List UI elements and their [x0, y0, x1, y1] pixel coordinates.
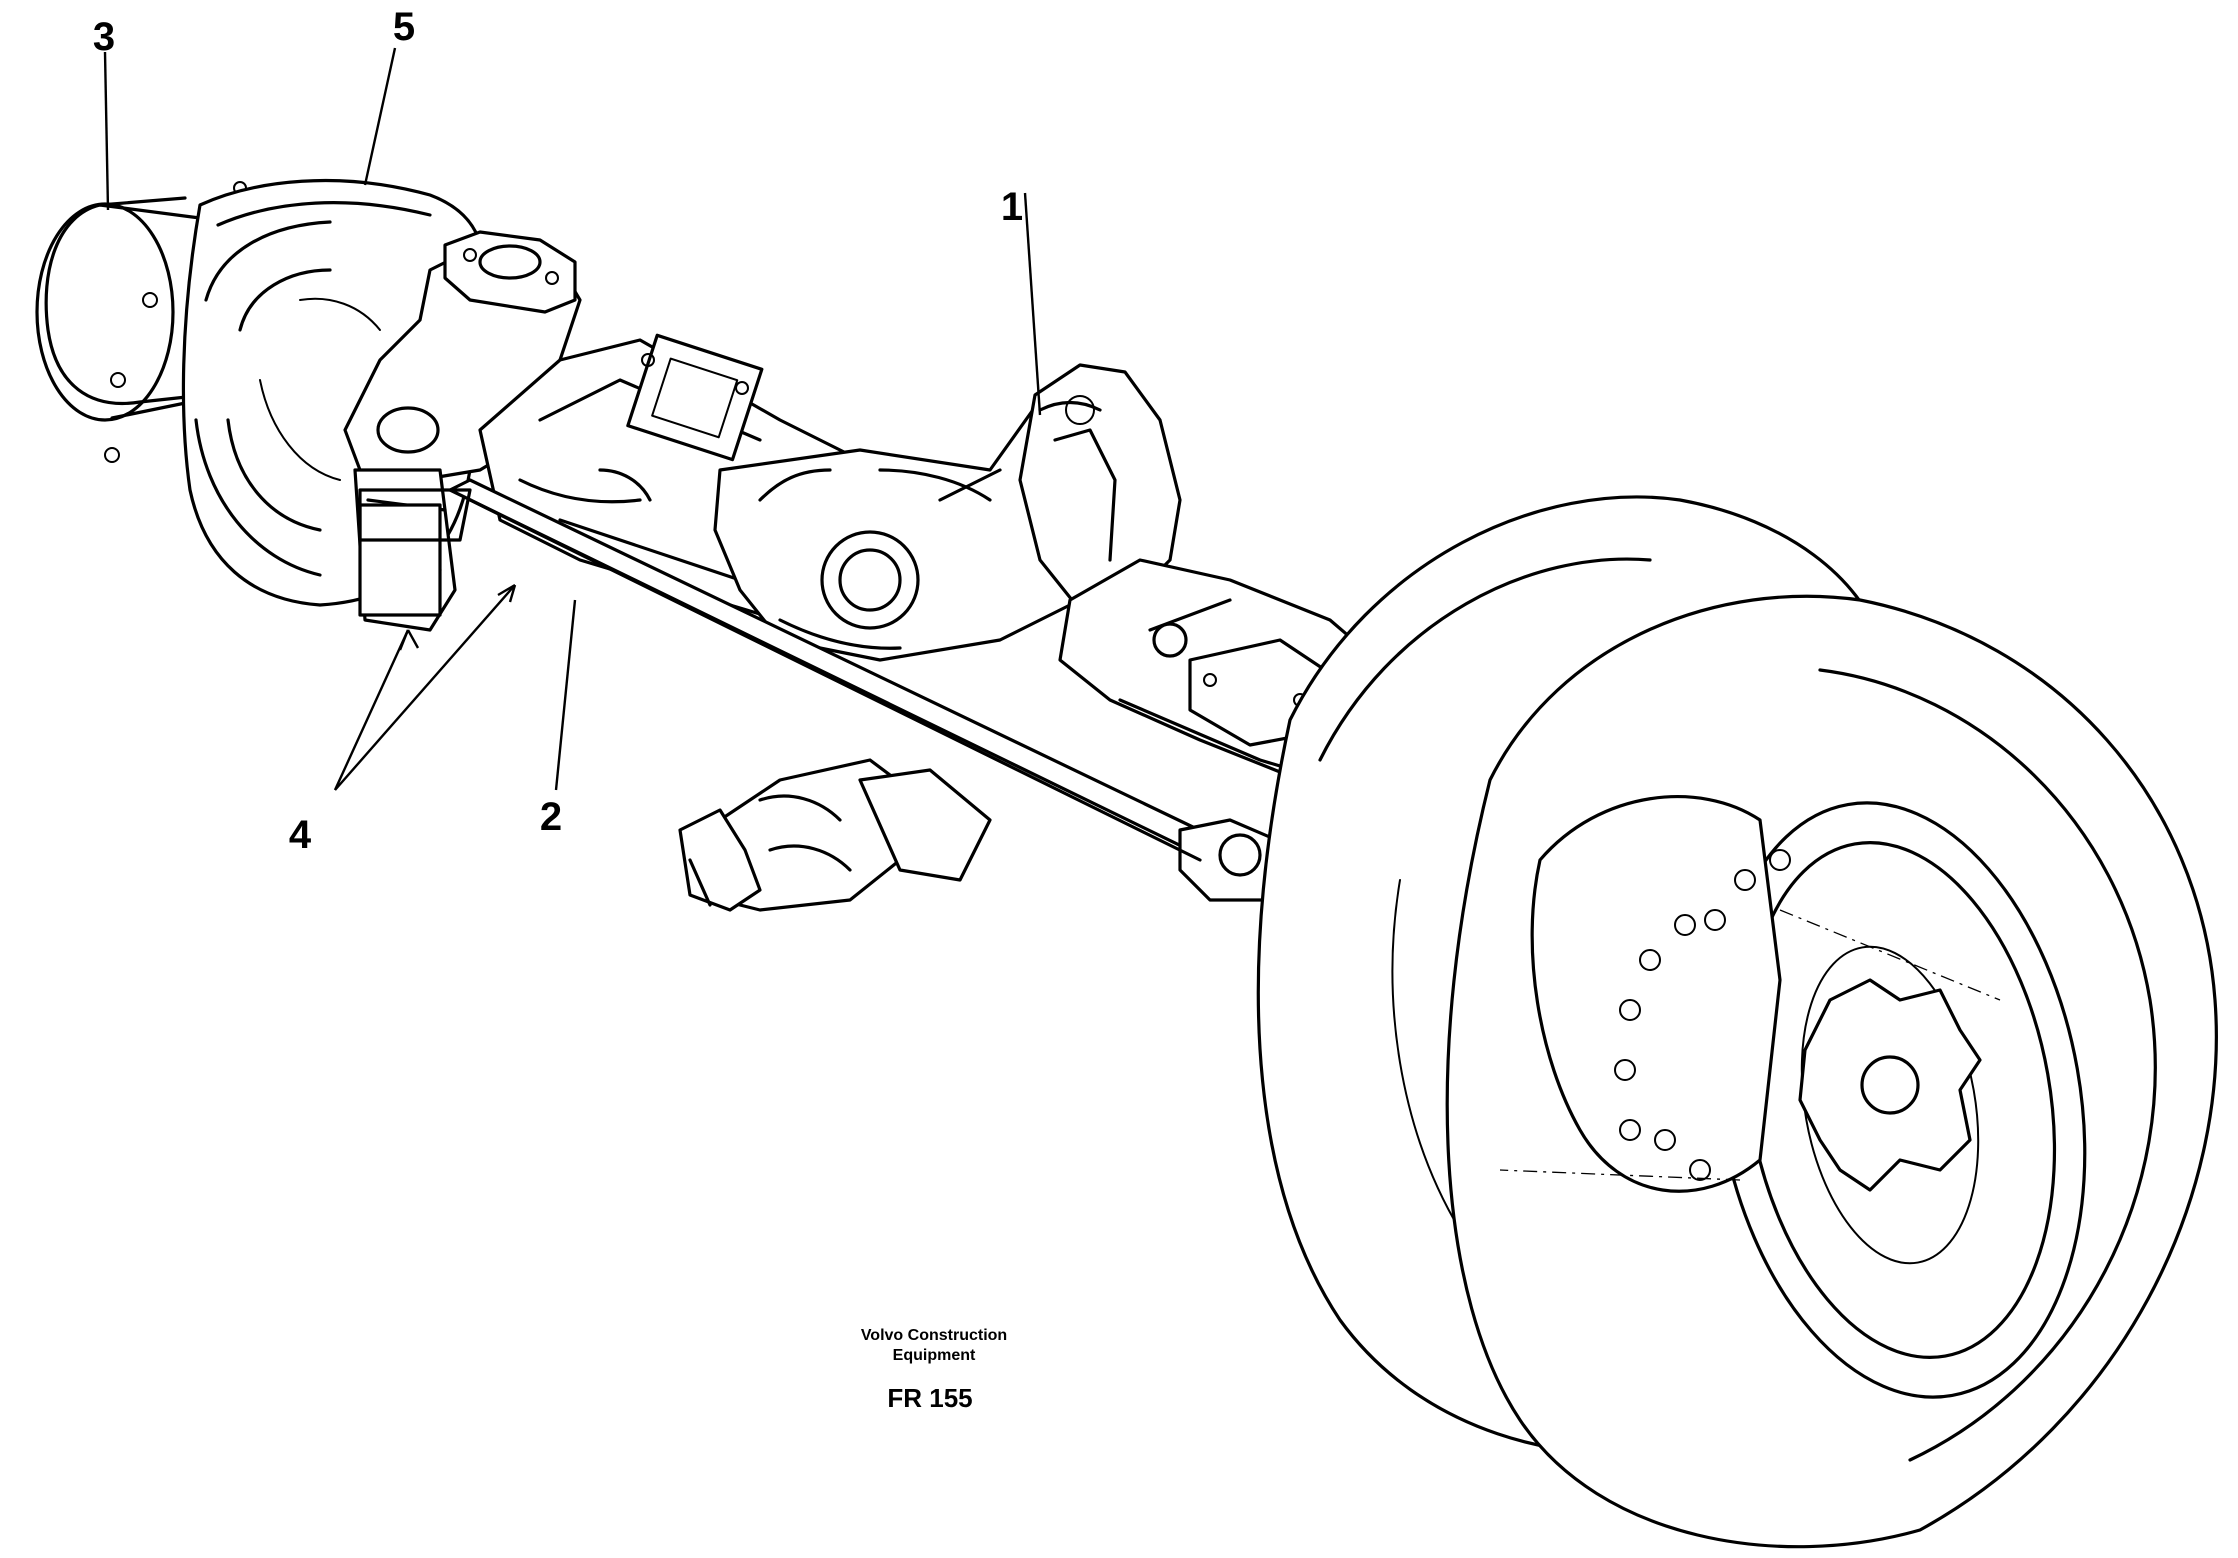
figure-code: FR 155: [887, 1383, 972, 1413]
leader-lines: [103, 47, 1042, 791]
leader-4b: [334, 584, 516, 791]
wheel-centerline: [1779, 909, 2001, 1001]
leader-4a: [333, 629, 410, 791]
leader-5: [363, 47, 397, 186]
brand-line-1: Volvo Construction: [861, 1327, 1007, 1344]
callout-3: 3: [93, 15, 115, 59]
wheel-centerline-2: [1499, 1169, 1741, 1181]
wheel-disc: [1530, 795, 1791, 1193]
arrow-4b: [497, 583, 517, 603]
leader-2: [554, 599, 577, 791]
hub-cap: [1798, 978, 1982, 1192]
callout-4: 4: [289, 813, 312, 857]
callout-5: 5: [393, 5, 415, 49]
propeller-shaft: [678, 758, 992, 912]
callout-2: 2: [540, 795, 562, 839]
callout-1: 1: [1001, 185, 1023, 229]
brand-line-2: Equipment: [893, 1347, 976, 1364]
arrow-4a: [398, 629, 420, 651]
leader-3: [103, 51, 110, 211]
differential-carrier: [713, 363, 1182, 662]
leader-1: [1023, 192, 1042, 416]
